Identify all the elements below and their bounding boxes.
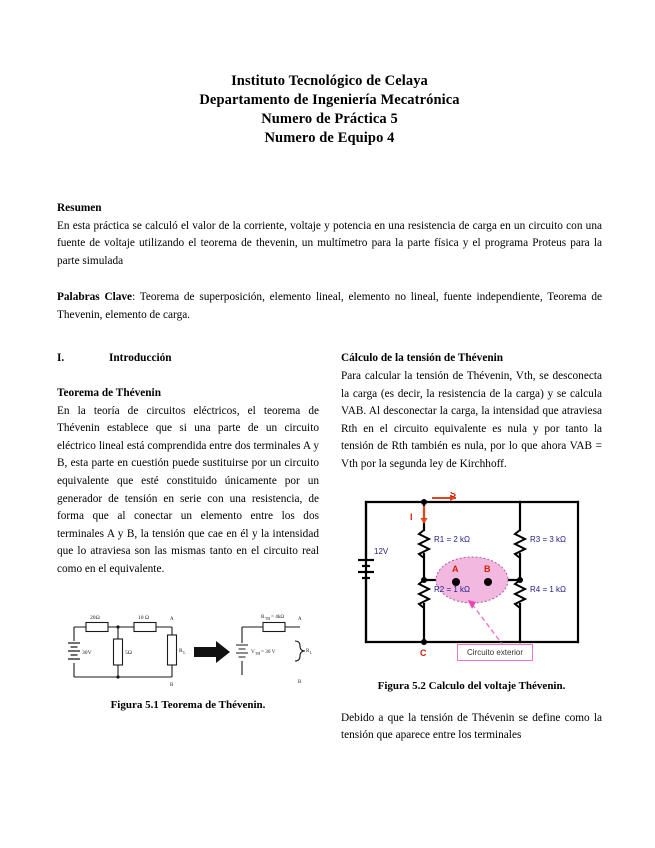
fig52-junction-mid-right [516,576,523,583]
fig52-node-a: A [452,564,459,574]
fig51-node-b: B [170,683,174,688]
fig51-eq-rth-label: R [261,614,265,620]
fig52-r2-label: R2 = 1 kΩ [434,585,470,594]
title-line-1: Instituto Tecnológico de Celaya [231,73,428,89]
fig51-node-a: A [170,617,174,622]
section-number: I. [57,352,65,365]
fig51-eq-rth-value: = 4kΩ [271,614,284,620]
fig51-eq-vth-label: V [251,649,255,655]
fig52-terminal-b-dot [483,577,492,586]
fig51-eq-node-a: A [298,617,302,622]
fig51-eq-load-label: R [306,648,310,654]
keywords-text: : Teorema de superposición, elemento lin… [57,291,602,321]
fig52-node-s: S [450,492,456,499]
right-column: Cálculo de la tensión de Thévenin Para c… [341,350,602,744]
fig52-callout-arrowhead [467,599,476,609]
fig51-source-label: 30V [82,650,92,656]
title-line-4: Numero de Equipo 4 [264,130,395,146]
figure-5-2-circuit: A B I [357,492,579,658]
figure-5-2: A B I [341,492,602,694]
fig51-eq-load-sub: L [310,650,313,654]
subheading-teorema-thevenin: Teorema de Thévenin [57,387,161,400]
fig51-eq-node-b: B [298,680,302,685]
figure-5-2-caption: Figura 5.2 Calculo del voltaje Thévenin. [377,679,566,692]
fig52-source-label: 12V [374,547,389,556]
fig52-junction-top [420,498,427,505]
fig51-r-shunt-label: 5Ω [125,650,132,656]
fig52-callout-leader [470,603,503,645]
fig51-eq-vth-sub: TH [255,651,260,655]
fig51-r-load-label: R [179,648,183,654]
fig51-r-series-label: 20Ω [90,615,100,621]
fig52-current-label: I [410,512,413,522]
abstract-text: En esta práctica se calculó el valor de … [57,219,602,267]
fig52-r3-label: R3 = 3 kΩ [530,535,566,544]
fig52-junction-mid-left [420,576,427,583]
fig52-r1-label: R1 = 2 kΩ [434,535,470,544]
subheading-calculo-tension: Cálculo de la tensión de Thévenin [341,352,504,365]
fig52-callout-box: Circuito exterior [457,643,534,661]
section-title: Introducción [109,352,172,365]
fig51-r-load-sub: L [183,650,186,655]
keywords-section: Palabras Clave: Teorema de superposición… [57,289,602,324]
fig52-exterior-region [435,556,508,604]
document-title-block: Instituto Tecnológico de Celaya Departam… [57,0,602,148]
abstract-heading: Resumen [57,202,102,214]
title-line-2: Departamento de Ingeniería Mecatrónica [199,92,460,108]
fig52-node-b: B [484,564,491,574]
figure-5-1-circuit: 20Ω 10 Ω 30V 5Ω R L A B [68,614,313,688]
fig52-current-arrow-icon [420,494,456,524]
fig51-r-mid-label: 10 Ω [138,615,149,621]
keywords-label: Palabras Clave [57,291,133,304]
abstract-section: Resumen En esta práctica se calculó el v… [57,200,602,270]
two-column-body: I. Introducción Teorema de Thévenin En l… [57,350,602,744]
fig52-node-c: C [420,648,427,658]
figure-5-1-caption: Figura 5.1 Teorema de Thévenin. [110,698,266,711]
right-column-paragraph: Para calcular la tensión de Thévenin, Vt… [341,370,602,471]
left-column-paragraph: En la teoría de circuitos eléctricos, el… [57,404,319,575]
page-content: Instituto Tecnológico de Celaya Departam… [57,0,602,745]
fig51-arrow-icon [194,640,230,663]
left-column: I. Introducción Teorema de Thévenin En l… [57,350,319,712]
fig52-r4-label: R4 = 1 kΩ [530,585,566,594]
title-line-3: Numero de Práctica 5 [261,111,398,127]
fig52-terminal-a-dot [451,577,460,586]
fig51-eq-rth-sub: TH [265,616,270,620]
fig52-junction-bottom [420,638,427,645]
section-heading-introduccion: I. Introducción [57,350,319,368]
fig51-eq-vth-value: = 30 V [261,649,276,655]
figure-5-1: 20Ω 10 Ω 30V 5Ω R L A B [57,609,319,713]
right-column-paragraph-after: Debido a que la tensión de Thévenin se d… [341,711,602,742]
